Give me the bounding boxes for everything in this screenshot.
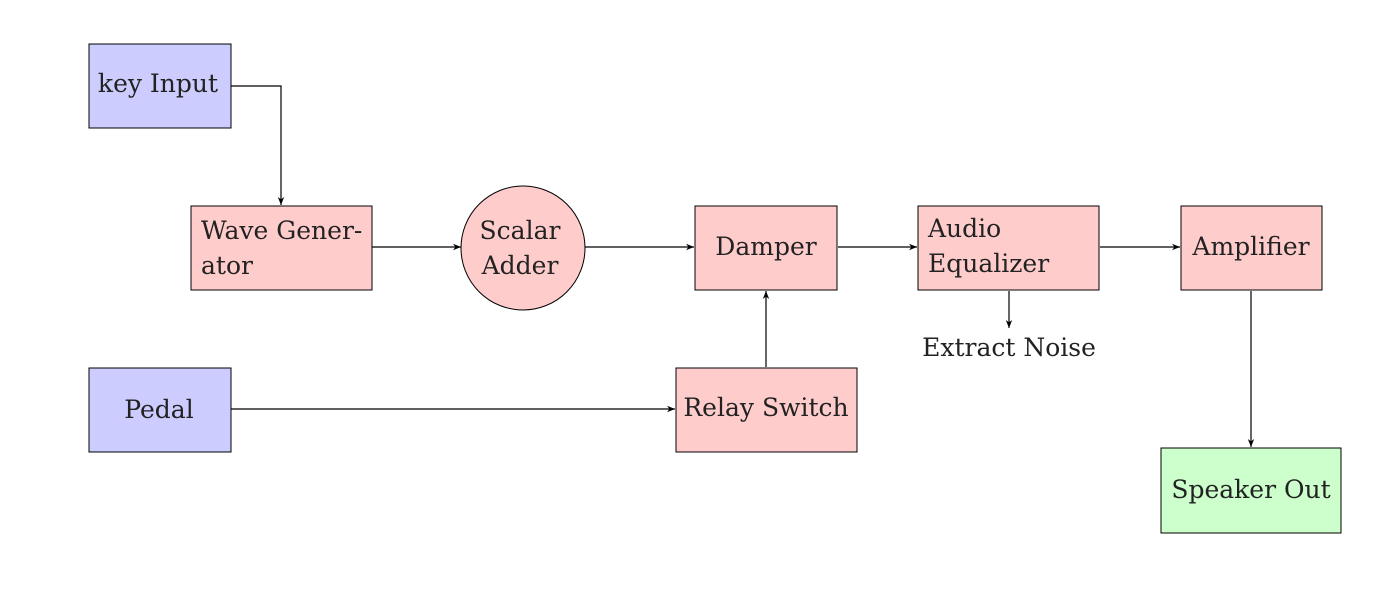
node-speaker-out-box [1160,447,1342,534]
node-audio-equalizer-label-line2: Equalizer [928,249,1049,278]
node-audio-equalizer-box [917,205,1100,291]
node-damper-box [694,205,838,291]
node-relay-switch: Relay Switch [675,367,858,453]
node-wave-generator: Wave Gener- ator [190,205,373,291]
node-scalar-adder: Scalar Adder [460,185,586,311]
edges [231,85,1255,447]
node-key-input-label: key Input [98,69,218,98]
node-amplifier: Amplifier [1180,205,1323,291]
edge-key-input-to-wave-generator [231,85,285,205]
node-pedal: Pedal [88,367,232,453]
node-damper-label: Damper [715,232,816,261]
node-scalar-adder-label-line1: Scalar [480,216,561,245]
node-speaker-out-label: Speaker Out [1171,475,1330,504]
node-scalar-adder-circle [460,185,586,311]
node-speaker-out: Speaker Out [1160,447,1342,534]
node-wave-generator-label-line1: Wave Gener- [201,216,362,245]
node-wave-generator-label-line2: ator [201,251,253,280]
node-pedal-label: Pedal [124,395,193,424]
node-key-input-box [88,43,232,129]
node-scalar-adder-label-line2: Adder [481,251,559,280]
node-damper: Damper [694,205,838,291]
extract-noise-label: Extract Noise [922,333,1096,362]
node-amplifier-box [1180,205,1323,291]
node-audio-equalizer-label-line1: Audio [927,214,1001,243]
node-wave-generator-box [190,205,373,291]
node-amplifier-label: Amplifier [1191,232,1309,261]
node-relay-switch-label: Relay Switch [683,393,848,422]
node-pedal-box [88,367,232,453]
node-audio-equalizer: Audio Equalizer [917,205,1100,291]
node-relay-switch-box [675,367,858,453]
node-key-input: key Input [88,43,232,129]
